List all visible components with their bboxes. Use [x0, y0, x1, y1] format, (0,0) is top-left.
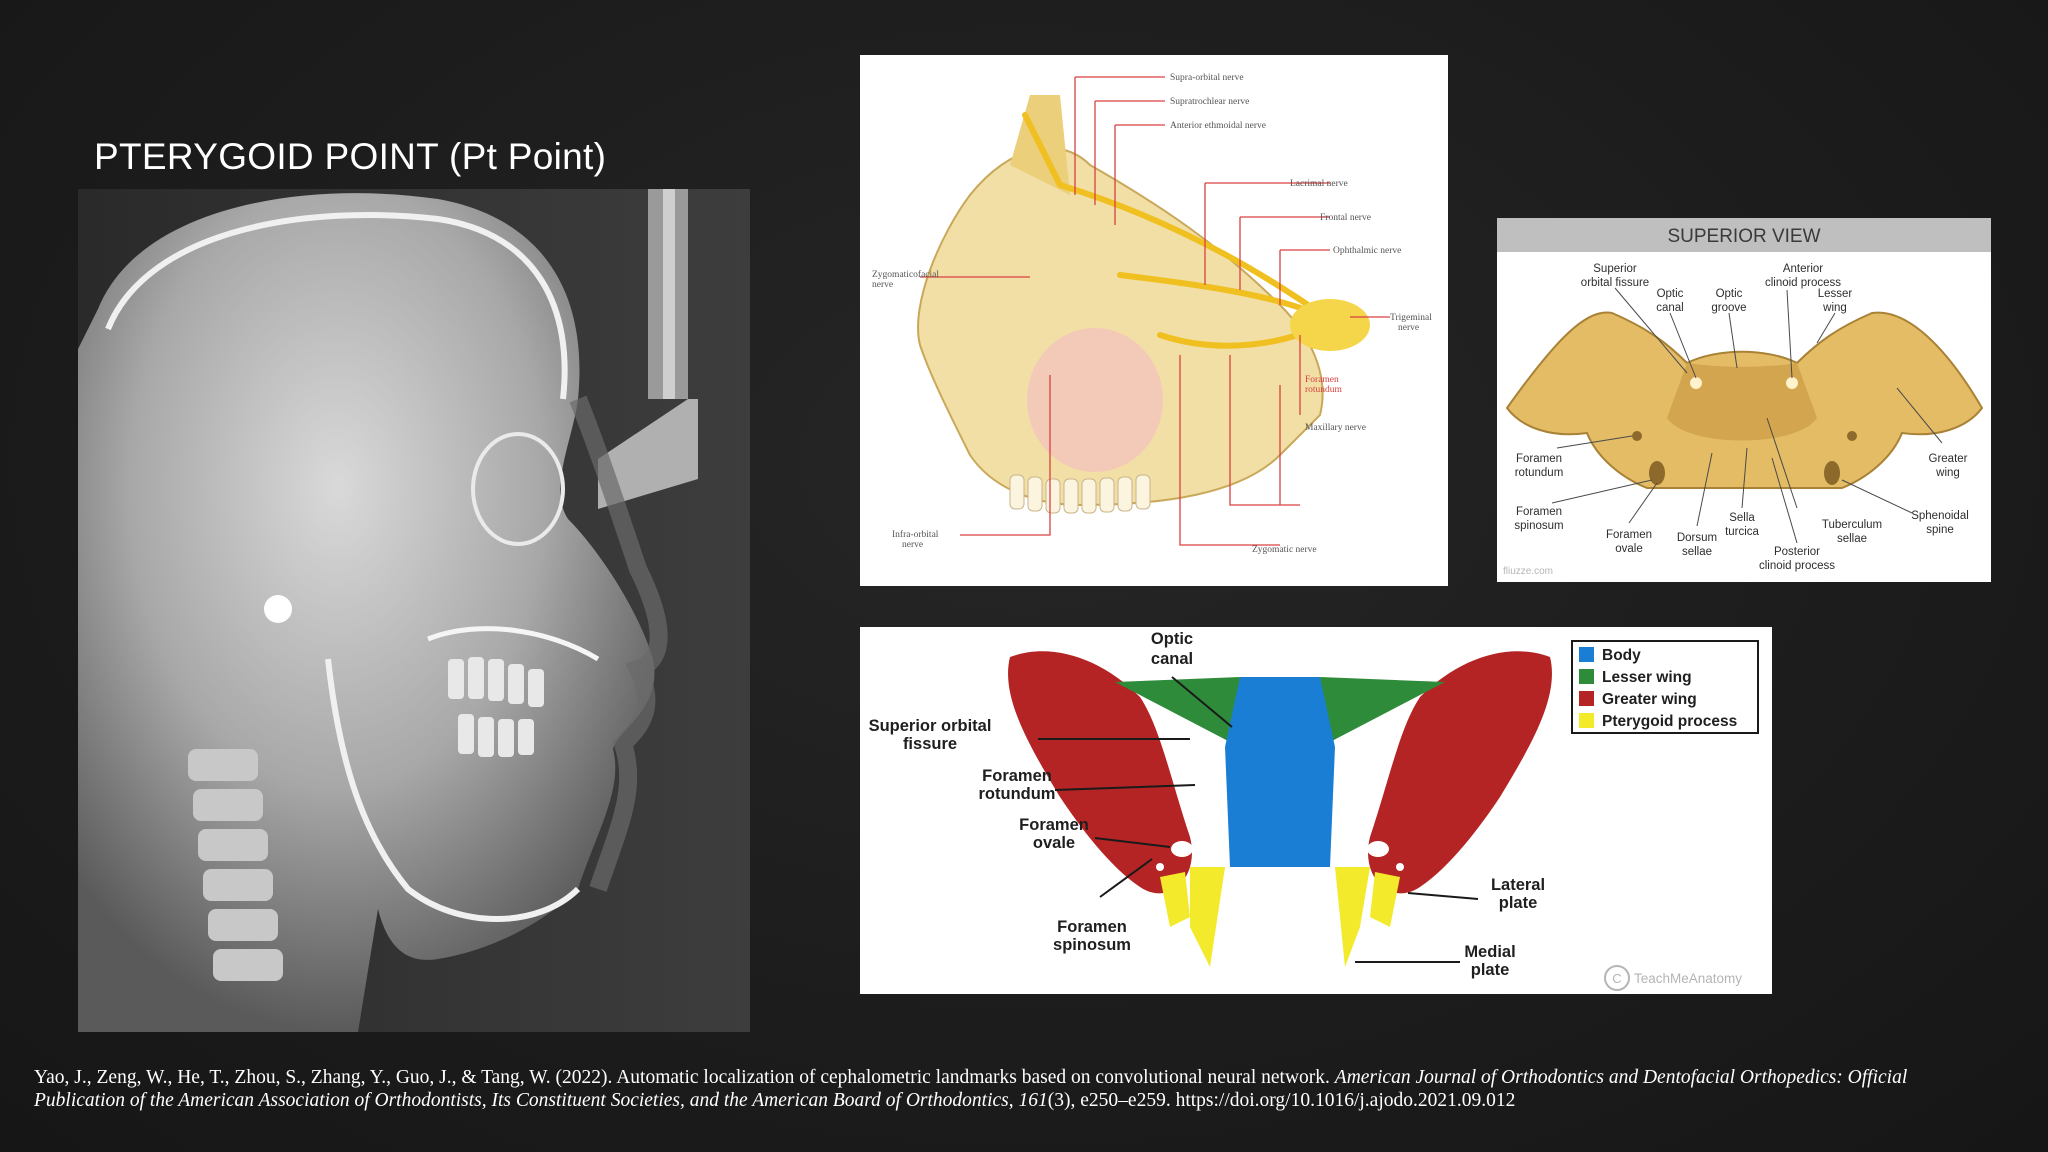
- label-trigeminal-nerve-line2: nerve: [1398, 323, 1419, 333]
- legend-swatch-lesser-wing: [1579, 669, 1594, 684]
- label-tuberculum-sellae-line1: Tuberculum: [1822, 519, 1882, 531]
- label-posterior-clinoid-line1: Posterior: [1774, 546, 1820, 558]
- label-sphenoidal-spine-line1: Sphenoidal: [1911, 510, 1969, 522]
- legend-label-greater-wing: Greater wing: [1602, 691, 1697, 708]
- label-greater-wing-line1: Greater: [1929, 453, 1968, 465]
- label-superior-orbital-fissure-line2: orbital fissure: [1581, 277, 1649, 289]
- cephalometric-xray-image: [78, 189, 750, 1032]
- citation-sep: ,: [1008, 1090, 1019, 1111]
- label-foramen-spinosum-line2: spinosum: [1514, 520, 1563, 532]
- label-supratrochlear-nerve: Supratrochlear nerve: [1170, 97, 1249, 107]
- label-trigeminal-nerve-line1: Trigeminal: [1390, 313, 1432, 323]
- label-foramen-spinosum-line1: Foramen: [1057, 918, 1127, 936]
- label-foramen-rotundum-line1: Foramen: [982, 767, 1052, 785]
- label-sella-turcica-line1: Sella: [1729, 512, 1755, 524]
- label-foramen-ovale-line1: Foramen: [1019, 816, 1089, 834]
- label-foramen-rotundum-line2: rotundum: [979, 785, 1056, 803]
- legend-label-lesser-wing: Lesser wing: [1602, 669, 1692, 686]
- label-tuberculum-sellae-line2: sellae: [1837, 533, 1867, 545]
- citation-authors: Yao, J., Zeng, W., He, T., Zhou, S., Zha…: [34, 1067, 1335, 1088]
- label-lateral-plate-line2: plate: [1499, 894, 1538, 912]
- legend-label-body: Body: [1602, 647, 1641, 664]
- label-ophthalmic-nerve: Ophthalmic nerve: [1333, 246, 1401, 256]
- label-foramen-spinosum-line2: spinosum: [1053, 936, 1131, 954]
- label-zygomaticofacial-nerve-line1: Zygomaticofacial: [872, 269, 939, 280]
- sphenoid-colored-regions-image: Optic canal Superior orbital fissure For…: [860, 627, 1772, 994]
- label-foramen-ovale-line2: ovale: [1615, 543, 1643, 555]
- label-superior-orbital-fissure-line1: Superior: [1593, 263, 1637, 275]
- label-zygomatic-nerve: Zygomatic nerve: [1252, 545, 1317, 555]
- label-supraorbital-nerve: Supra-orbital nerve: [1170, 73, 1244, 83]
- legend-swatch-body: [1579, 647, 1594, 662]
- label-lesser-wing-line1: Lesser: [1818, 288, 1853, 300]
- label-foramen-rotundum-line1: Foramen: [1305, 375, 1339, 385]
- label-anterior-clinoid-line2: clinoid process: [1765, 277, 1841, 289]
- label-optic-groove-line2: groove: [1711, 302, 1746, 314]
- label-foramen-ovale-line2: ovale: [1033, 834, 1075, 852]
- label-zygomaticofacial-nerve-line2: nerve: [872, 280, 893, 290]
- copyright-icon: [1604, 965, 1630, 991]
- legend-label-pterygoid-process: Pterygoid process: [1602, 713, 1737, 730]
- label-optic-canal-line1: Optic: [1151, 630, 1193, 648]
- citation-journal: American Journal of Orthodontics and Den…: [34, 1067, 1908, 1111]
- label-lacrimal-nerve: Lacrimal nerve: [1290, 179, 1348, 189]
- citation: Yao, J., Zeng, W., He, T., Zhou, S., Zha…: [34, 1066, 1994, 1112]
- slide-title: PTERYGOID POINT (Pt Point): [94, 136, 607, 177]
- teachme-watermark: TeachMeAnatomy: [1634, 971, 1742, 986]
- label-optic-canal-line1: Optic: [1657, 288, 1684, 300]
- label-sphenoidal-spine-line2: spine: [1926, 524, 1954, 536]
- citation-rest: (3), e250–e259. https://doi.org/10.1016/…: [1047, 1090, 1516, 1111]
- legend-swatch-greater-wing: [1579, 691, 1594, 706]
- label-infraorbital-nerve-line2: nerve: [902, 540, 923, 550]
- legend: Body Lesser wing Greater wing Pterygoid …: [1571, 640, 1759, 734]
- label-optic-canal-line2: canal: [1151, 650, 1193, 668]
- label-maxillary-nerve: Maxillary nerve: [1305, 423, 1366, 433]
- label-dorsum-sellae-line1: Dorsum: [1677, 532, 1717, 544]
- label-frontal-nerve: Frontal nerve: [1320, 213, 1371, 223]
- label-lesser-wing-line2: wing: [1822, 302, 1847, 314]
- label-foramen-rotundum-line2: rotundum: [1305, 385, 1343, 395]
- label-anterior-clinoid-line1: Anterior: [1783, 263, 1823, 275]
- copyright-symbol: C: [1612, 971, 1621, 986]
- superior-view-header: SUPERIOR VIEW: [1667, 226, 1820, 247]
- label-lateral-plate-line1: Lateral: [1491, 876, 1545, 894]
- label-foramen-rotundum-line2: rotundum: [1515, 467, 1564, 479]
- sphenoid-superior-view-image: SUPERIOR VIEW Superior orbital fissure O…: [1497, 218, 1991, 582]
- label-optic-groove-line1: Optic: [1716, 288, 1743, 300]
- label-greater-wing-line2: wing: [1935, 467, 1960, 479]
- maxillary-nerve-illustration: Supra-orbital nerve Supratrochlear nerve…: [860, 55, 1448, 586]
- label-anterior-ethmoidal-nerve: Anterior ethmoidal nerve: [1170, 121, 1266, 131]
- label-infraorbital-nerve-line1: Infra-orbital: [892, 529, 939, 540]
- label-optic-canal-line2: canal: [1656, 302, 1684, 314]
- label-foramen-ovale-line1: Foramen: [1606, 529, 1652, 541]
- label-sella-turcica-line2: turcica: [1725, 526, 1759, 538]
- label-foramen-spinosum-line1: Foramen: [1516, 506, 1562, 518]
- label-medial-plate-line2: plate: [1471, 961, 1510, 979]
- label-superior-orbital-fissure-line2: fissure: [903, 735, 957, 753]
- label-posterior-clinoid-line2: clinoid process: [1759, 560, 1835, 572]
- label-medial-plate-line1: Medial: [1464, 943, 1515, 961]
- legend-swatch-pterygoid-process: [1579, 713, 1594, 728]
- superior-view-watermark: fliuzze.com: [1503, 566, 1553, 577]
- citation-volume: 161: [1018, 1090, 1048, 1111]
- label-foramen-rotundum-line1: Foramen: [1516, 453, 1562, 465]
- label-dorsum-sellae-line2: sellae: [1682, 546, 1712, 558]
- label-superior-orbital-fissure-line1: Superior orbital: [869, 717, 992, 735]
